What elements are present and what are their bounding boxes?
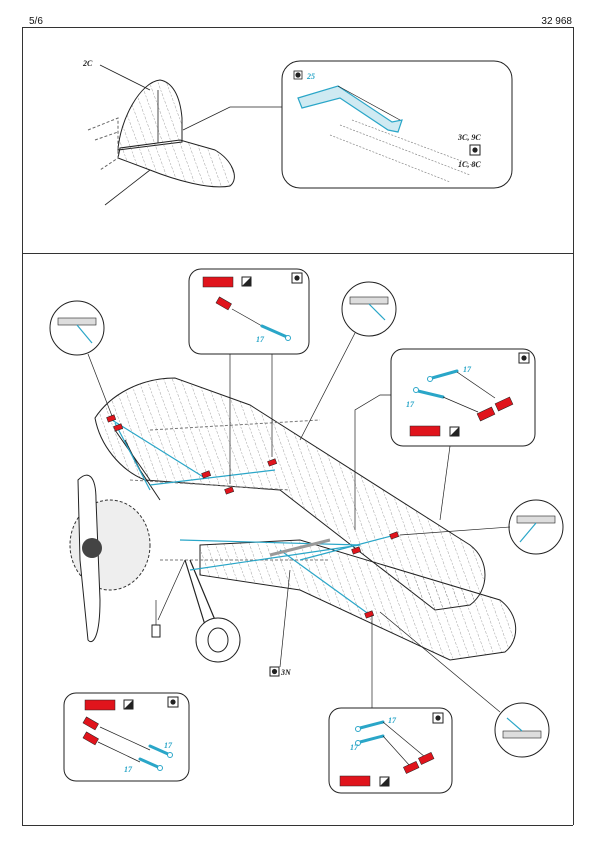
tape-icon: [151, 624, 161, 638]
part-25-label: 25: [306, 72, 315, 81]
detail-box-tail: [281, 60, 513, 189]
ref-3c-9c: 3C, 9C: [457, 133, 481, 142]
circle-callout-top-right: [299, 281, 397, 441]
leader-2c: [99, 64, 151, 91]
callout-top-part: 17: [256, 335, 265, 344]
bottom-border: [22, 825, 573, 826]
kit-number: 32 968: [541, 16, 572, 27]
callout-bl-part-b: 17: [124, 765, 133, 774]
right-border: [573, 27, 574, 825]
left-border: [22, 27, 23, 825]
part-25: [297, 85, 403, 133]
circle-callout-left: [49, 300, 113, 417]
red-fittings: [106, 414, 400, 619]
circle-callout-right: [399, 499, 564, 555]
detail-box-bottom-right: [328, 615, 453, 794]
detail-box-top: [188, 268, 310, 484]
bend-icon: [242, 277, 251, 286]
ref-3n: 3N: [280, 668, 292, 677]
tail-assembly: [87, 64, 282, 206]
callout-right-part-b: 17: [406, 400, 415, 409]
label-2c: 2C: [82, 59, 93, 68]
detail-box-bottom-left: [63, 692, 190, 782]
callout-br-part-a: 17: [388, 716, 397, 725]
top-border: [22, 27, 573, 28]
paint-icon: [295, 72, 301, 78]
circle-callout-bottom-right: [379, 611, 550, 758]
detail-box-right: [354, 348, 536, 530]
section-divider: [22, 253, 573, 254]
biplane-drawing: [69, 377, 517, 677]
rigging-wires: [111, 419, 396, 616]
callout-br-part-b: 17: [350, 743, 359, 752]
ref-1c-8c: 1C, 8C: [458, 160, 481, 169]
page-number: 5/6: [29, 16, 43, 27]
callout-bl-part-a: 17: [164, 741, 173, 750]
callout-right-part-a: 17: [463, 365, 472, 374]
